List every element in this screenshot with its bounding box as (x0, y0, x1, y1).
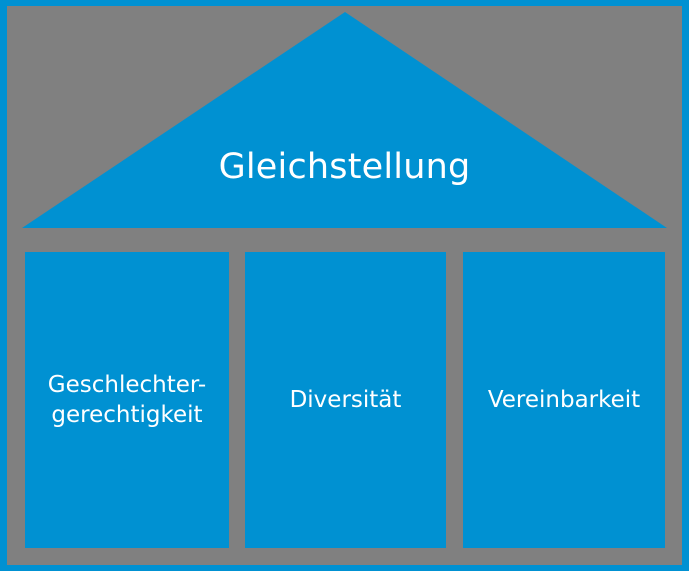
pillar-diversitaet: Diversität (245, 252, 446, 548)
roof-shape (0, 0, 689, 240)
pillar-label: Geschlechter- gerechtigkeit (47, 372, 207, 428)
roof-label: Gleichstellung (218, 147, 471, 187)
pillar-label: Vereinbarkeit (487, 387, 641, 413)
pillar-geschlechtergerechtigkeit: Geschlechter- gerechtigkeit (25, 252, 229, 548)
pillar-label: Diversität (289, 387, 402, 413)
pillar-vereinbarkeit: Vereinbarkeit (463, 252, 665, 548)
